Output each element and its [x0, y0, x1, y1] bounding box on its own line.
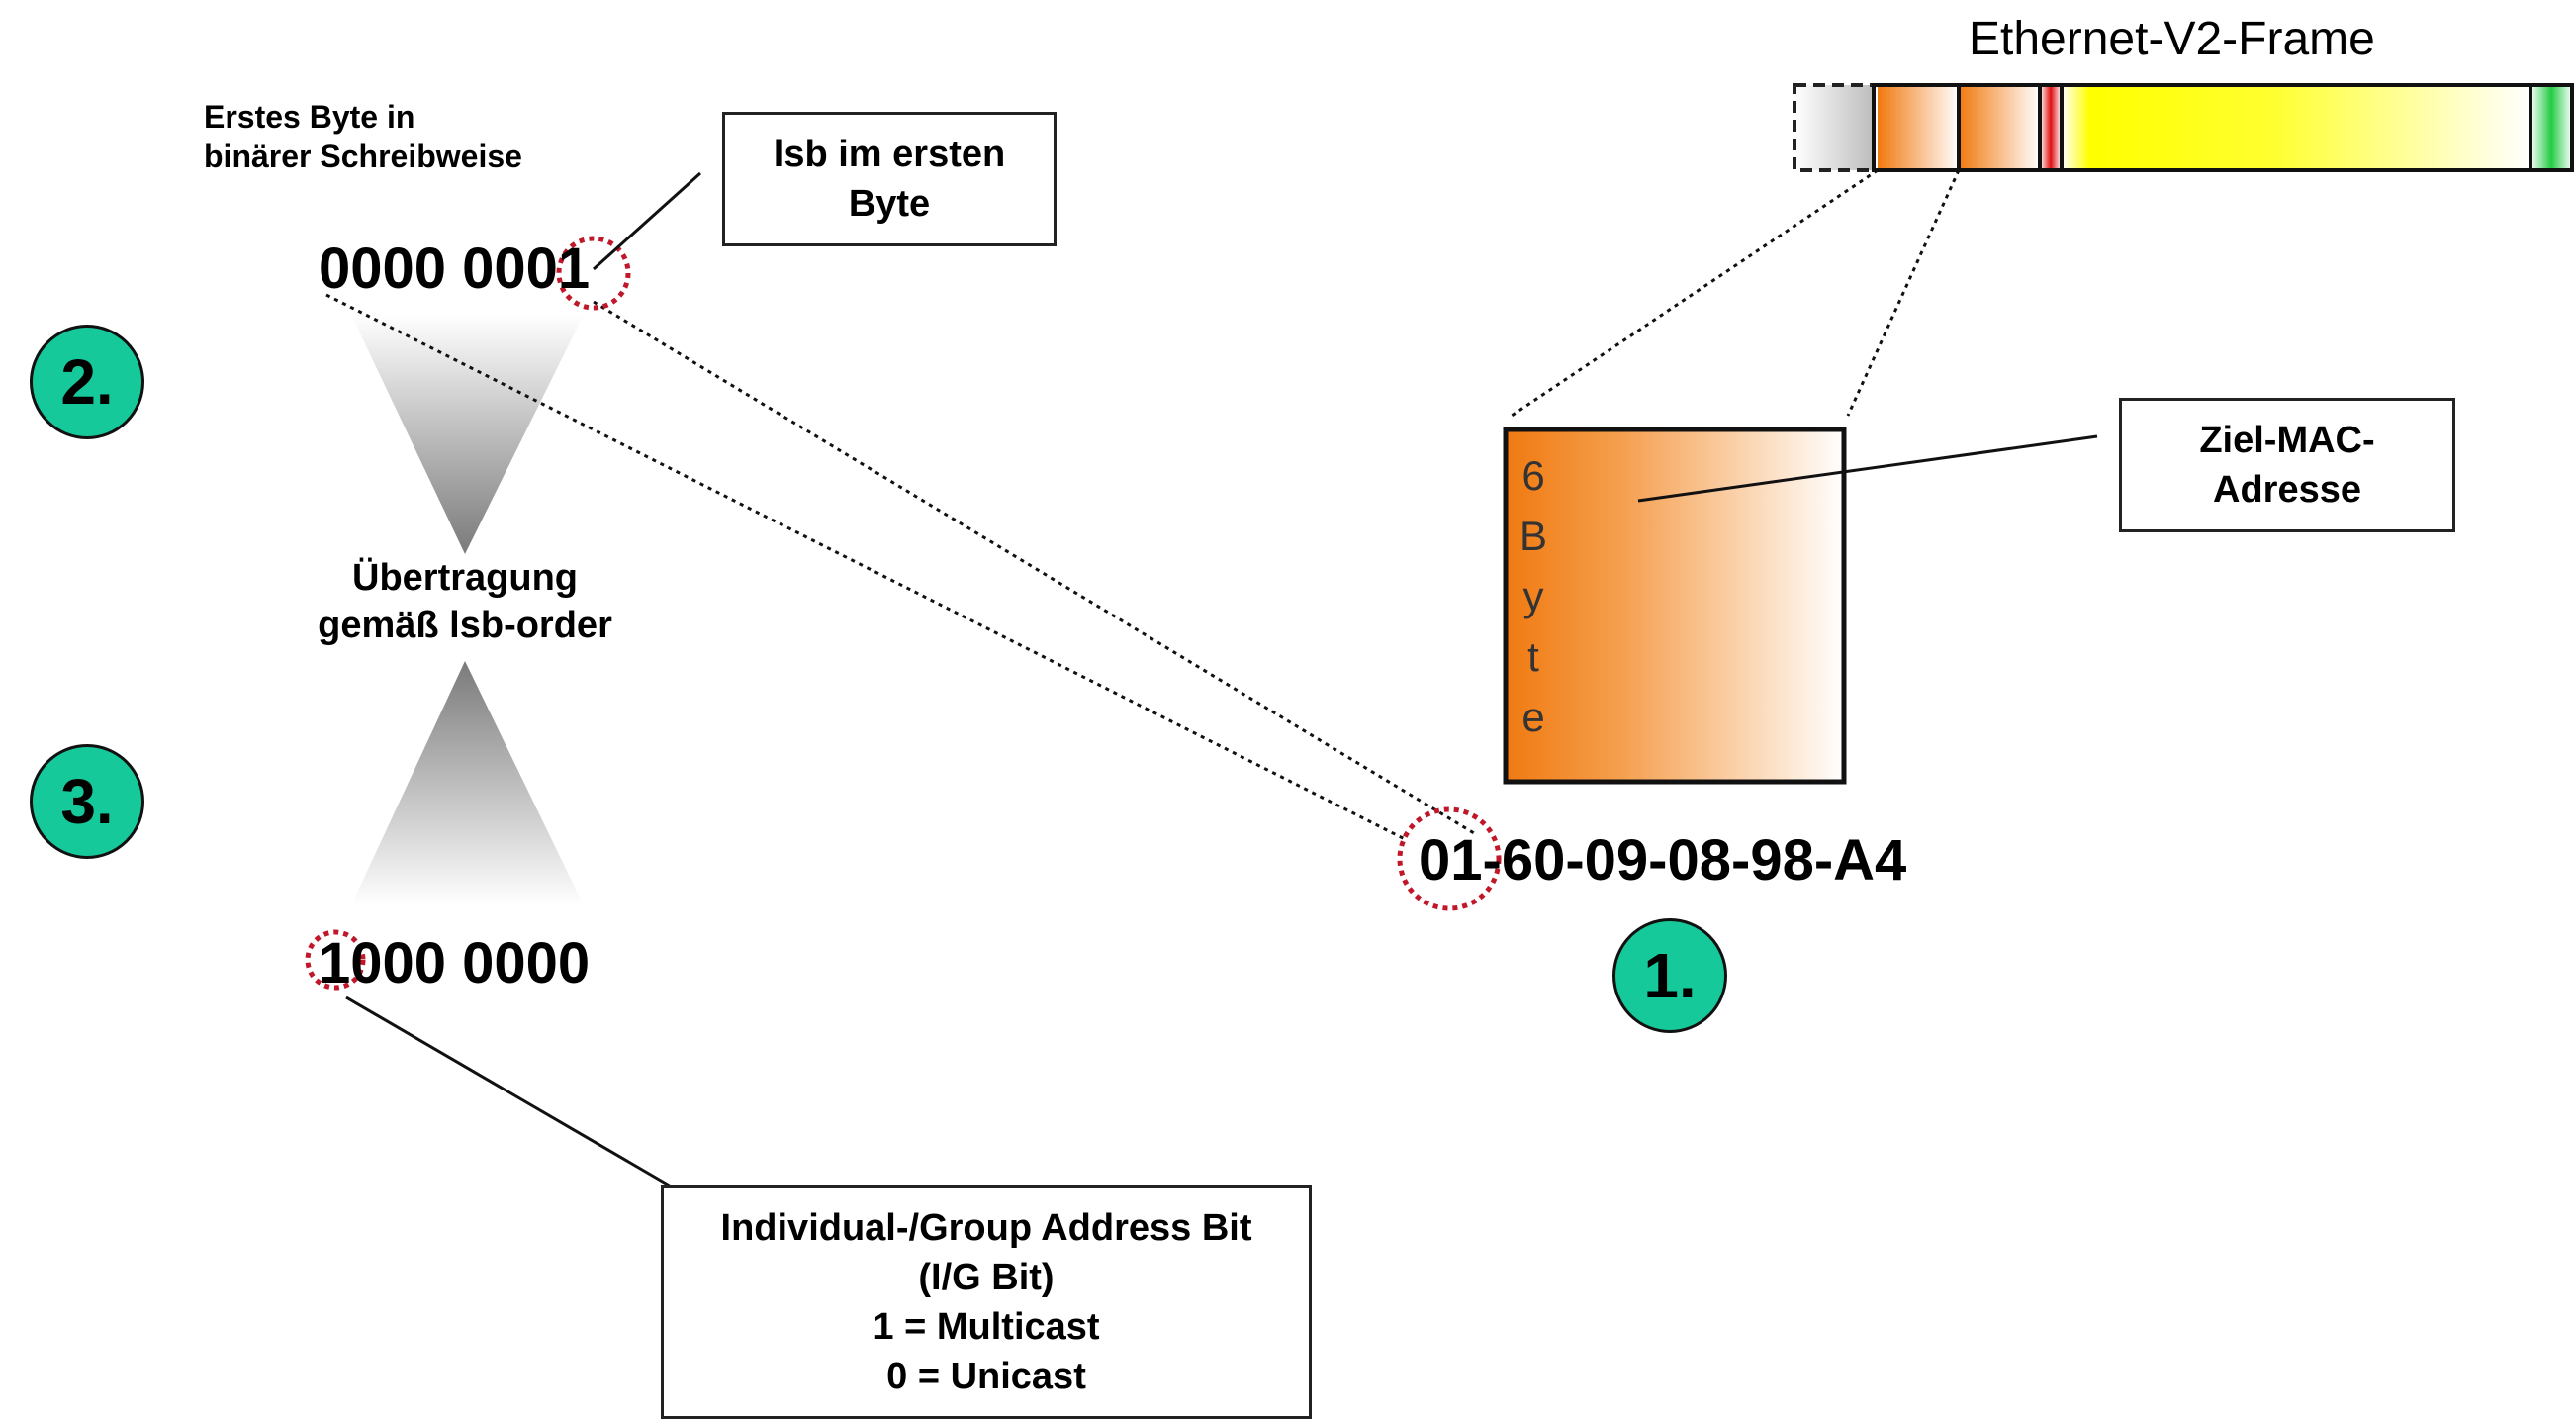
frame-source-field — [1959, 85, 2040, 170]
transfer-arrow-down — [351, 315, 584, 554]
frame-title: Ethernet-V2-Frame — [1969, 13, 2375, 65]
lsb-marker-circle — [556, 236, 631, 311]
binary-original-value: 0000 0001 — [319, 237, 591, 301]
frame-preamble-field — [1793, 83, 1876, 172]
frame-destination-field — [1878, 85, 1959, 170]
lsb-callout-box: lsb im ersten Byte — [722, 112, 1057, 246]
transfer-arrow-up — [351, 661, 584, 905]
frame-payload-field — [2062, 85, 2530, 170]
transfer-caption: Übertragung gemäß lsb-order — [318, 557, 612, 646]
ethernet-frame-bar — [1793, 83, 2574, 172]
mac-first-octet-marker-circle — [1397, 806, 1502, 911]
destination-mac-6byte-box — [1503, 427, 1847, 785]
frame-type-field — [2040, 85, 2062, 170]
first-byte-caption: Erstes Byte in binärer Schreibweise — [204, 99, 522, 174]
destination-mac-callout-box: Ziel-MAC- Adresse — [2119, 398, 2455, 532]
ig-bit-marker-circle — [305, 929, 366, 991]
ig-bit-callout-box: Individual-/Group Address Bit (I/G Bit) … — [661, 1185, 1312, 1419]
binary-transmitted-value: 1000 0000 — [319, 931, 591, 995]
step-badge-2: 2. — [30, 325, 144, 439]
six-byte-label: 6 B y t e — [1518, 452, 1547, 740]
frame-fcs-field — [2530, 85, 2572, 170]
step-badge-3: 3. — [30, 744, 144, 859]
mac-address-value: 01-60-09-08-98-A4 — [1419, 828, 1907, 893]
step-badge-1: 1. — [1612, 918, 1727, 1033]
